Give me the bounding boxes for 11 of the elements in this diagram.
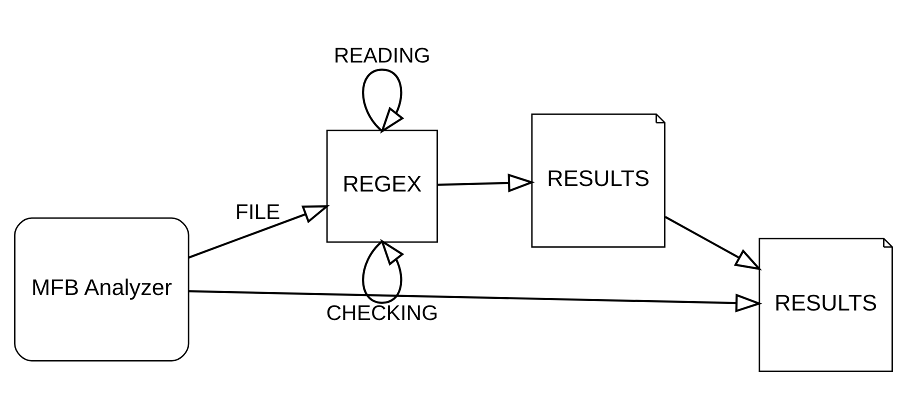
arrow	[664, 216, 762, 270]
arrow	[437, 174, 535, 192]
node-box: REGEX	[326, 130, 438, 243]
arrow	[188, 290, 762, 312]
arrow	[362, 68, 404, 134]
edge-label: CHECKING	[326, 302, 438, 325]
arrow	[188, 205, 330, 259]
edge-label: FILE	[235, 200, 280, 224]
node-box: MFB Analyzer	[14, 217, 190, 362]
arrow	[362, 238, 404, 304]
edge-label: READING	[334, 44, 430, 68]
